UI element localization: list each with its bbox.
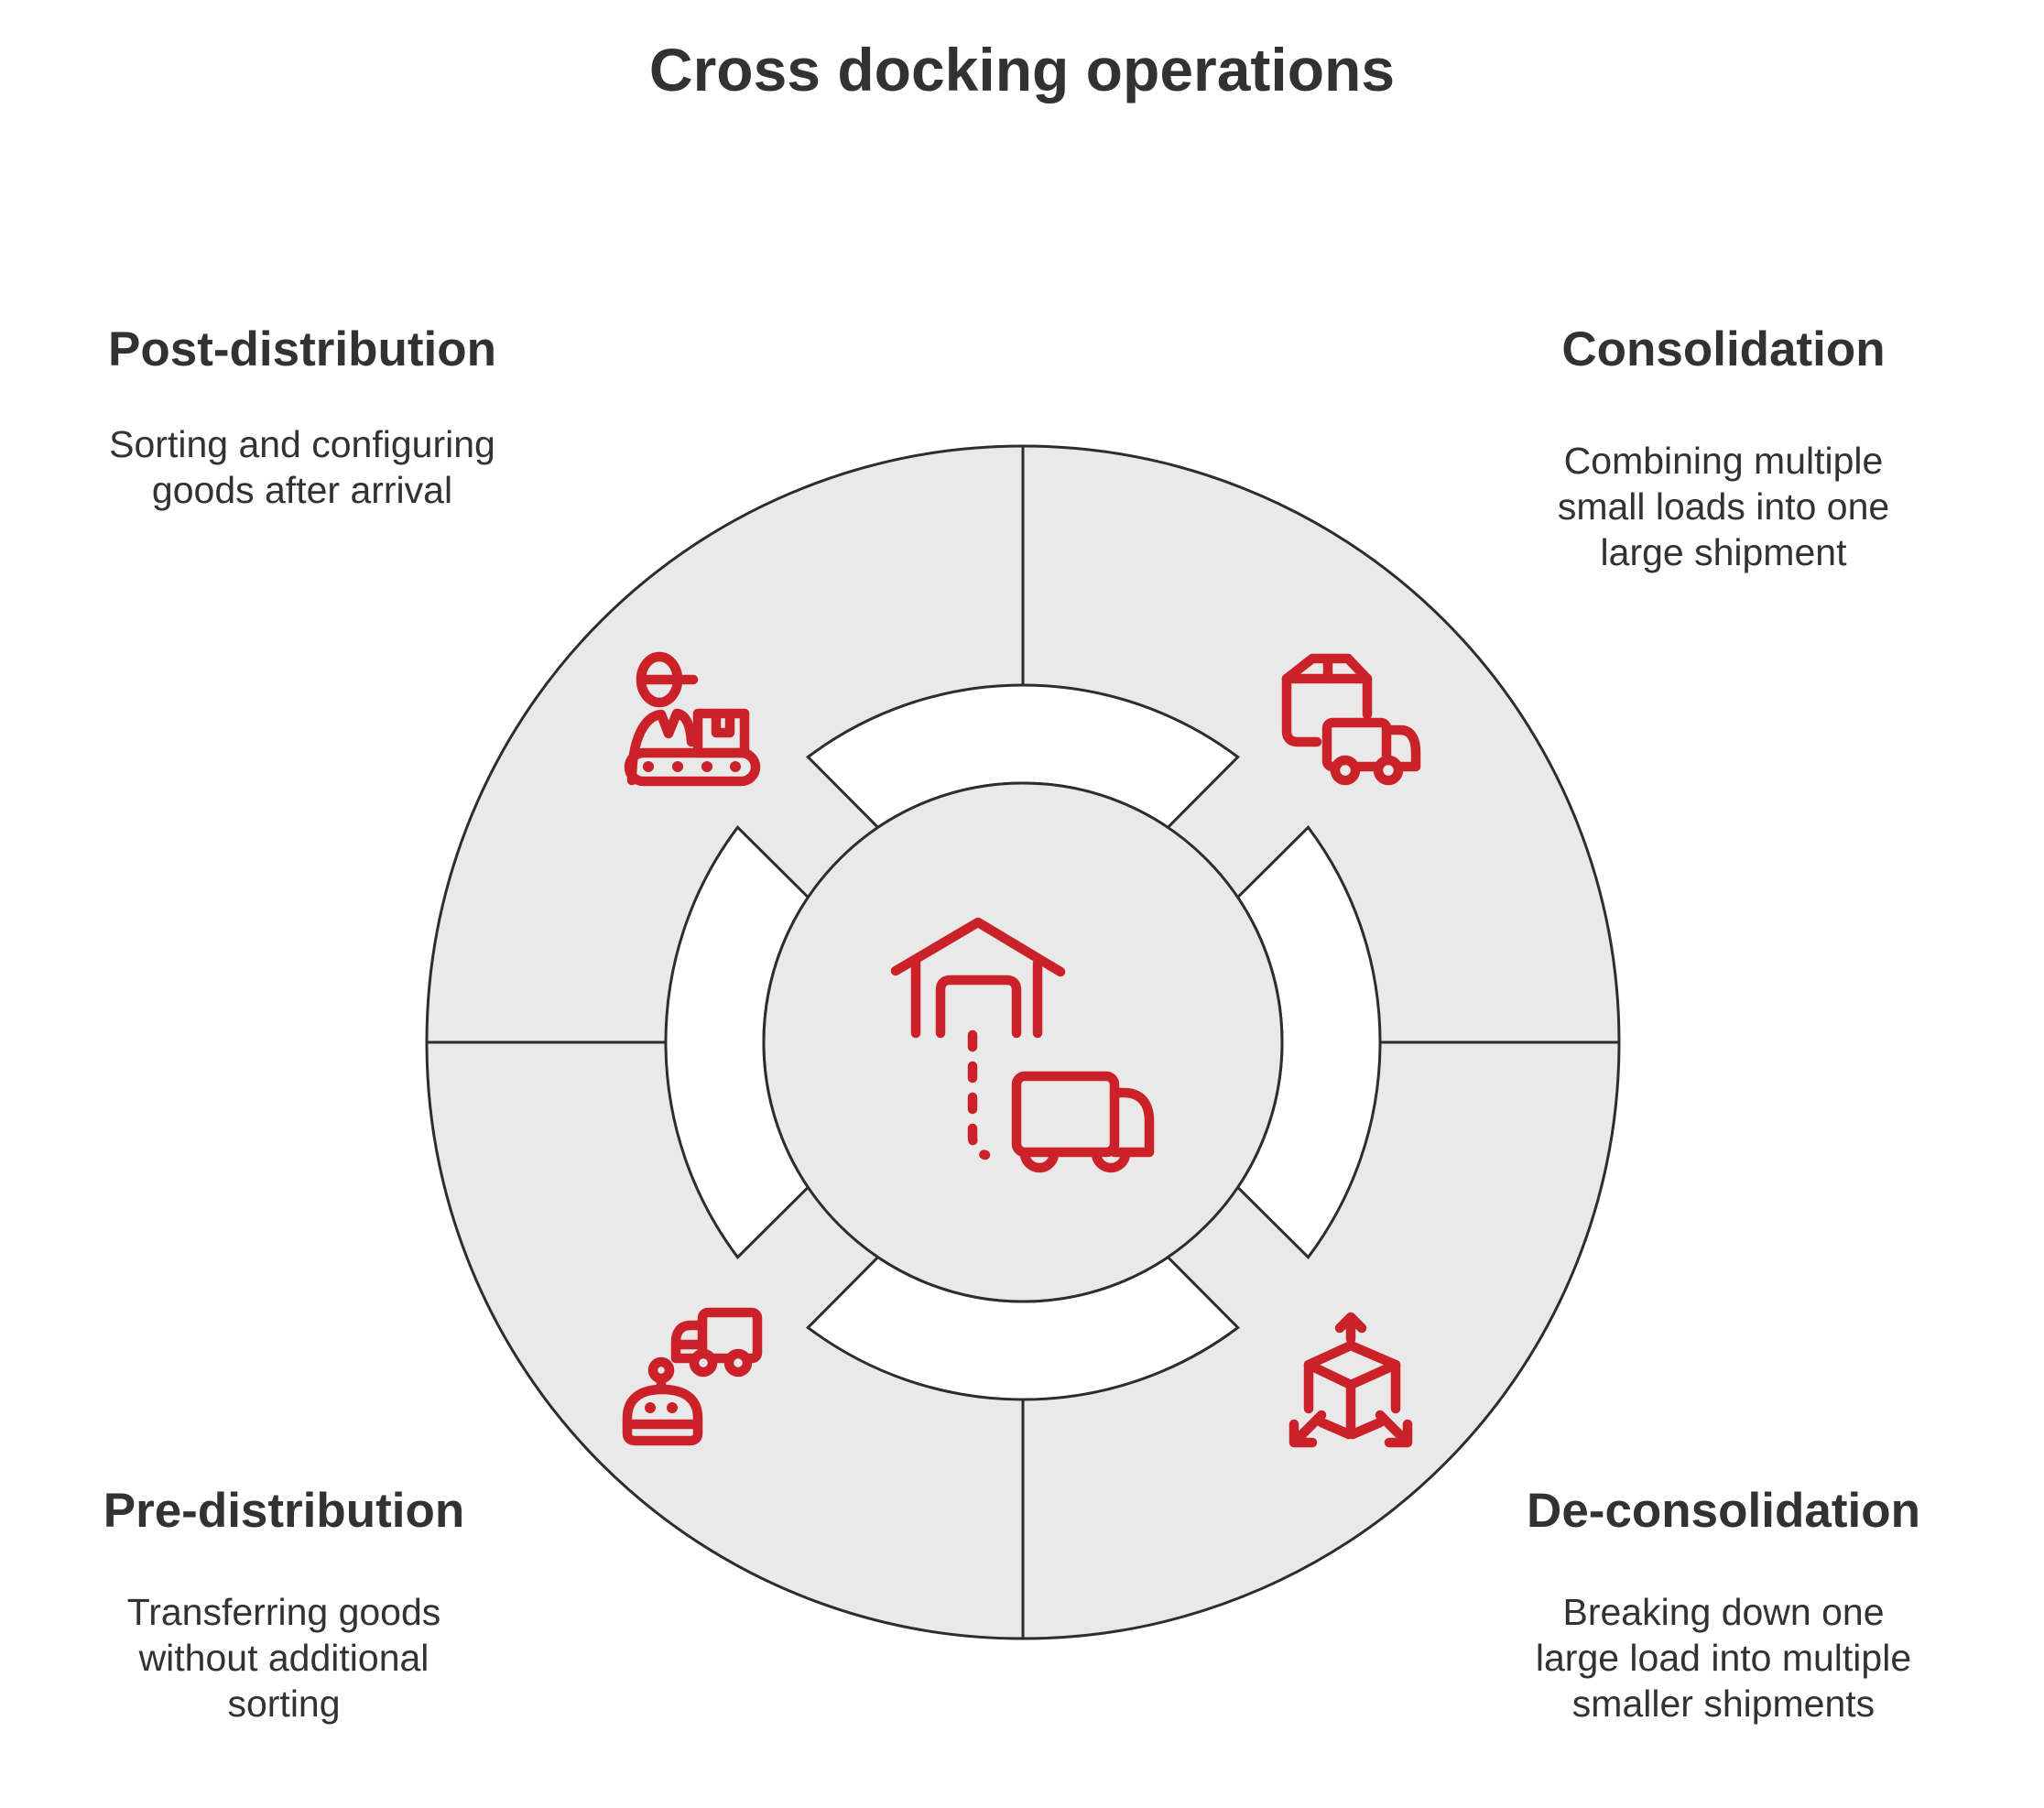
inner-circle: [762, 781, 1284, 1303]
quadrant-label-de-consolidation: De-consolidation: [1527, 1484, 1920, 1538]
quadrant-description-consolidation: Combining multiple small loads into one …: [1557, 440, 1890, 573]
quadrant-label-pre-distribution: Pre-distribution: [103, 1484, 465, 1538]
page-title: Cross docking operations: [648, 36, 1396, 103]
quadrant-description-post-distribution: Sorting and configuring goods after arri…: [109, 423, 495, 511]
robot-truck-icon: [622, 1307, 763, 1446]
quadrant-description-pre-distribution: Transferring goods without additional so…: [126, 1591, 441, 1725]
quadrant-label-post-distribution: Post-distribution: [108, 322, 496, 376]
quadrant-description-de-consolidation: Breaking down one large load into multip…: [1535, 1591, 1912, 1725]
package-truck-icon: [1281, 653, 1421, 786]
worker-conveyor-icon: [624, 651, 761, 787]
cube-dispersal-icon: [1288, 1312, 1413, 1448]
warehouse-truck-icon: [890, 917, 1155, 1173]
quadrant-label-consolidation: Consolidation: [1561, 322, 1886, 376]
